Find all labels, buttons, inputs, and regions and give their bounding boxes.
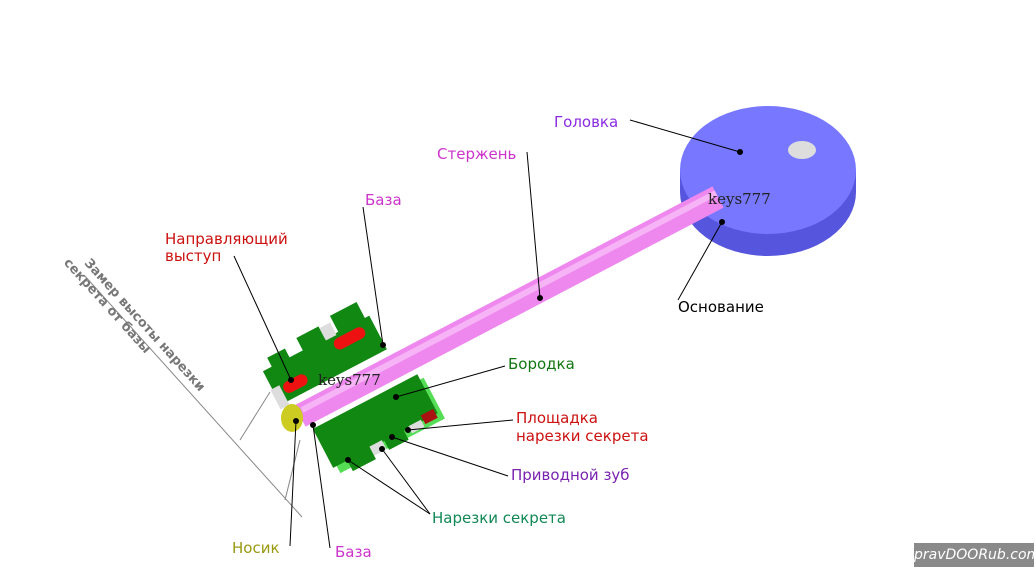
stamp-bit: keys777 <box>318 371 381 389</box>
head-hole <box>788 141 816 159</box>
label-guide-line2: выступ <box>165 247 222 265</box>
leader-lines <box>233 119 743 549</box>
stamp-head: keys777 <box>708 190 771 208</box>
guide-ridge <box>333 327 366 350</box>
label-shank: Стержень <box>437 145 517 163</box>
label-pad-line2: нарезки секрета <box>516 427 649 445</box>
key-head <box>680 106 856 256</box>
measure-tick <box>239 391 271 441</box>
key-shank <box>294 186 724 427</box>
label-cuts: Нарезки секрета <box>432 509 566 527</box>
label-base-bottom: База <box>335 543 372 561</box>
label-guide-line1: Направляющий <box>165 230 288 248</box>
label-drive-tooth: Приводной зуб <box>511 466 630 484</box>
label-foundation: Основание <box>678 298 764 316</box>
key-nose <box>281 404 303 432</box>
bit-lower <box>312 374 445 474</box>
watermark: pravDOORub.com <box>914 543 1036 567</box>
label-head: Головка <box>554 113 619 131</box>
label-pad-line1: Площадка <box>516 409 598 427</box>
measure-line <box>83 274 303 518</box>
shank-highlight <box>300 190 718 413</box>
label-nose: Носик <box>232 539 280 557</box>
label-base-top: База <box>365 191 402 209</box>
bit-upper <box>262 301 387 410</box>
measure-tick <box>284 439 301 501</box>
guide-ridge <box>283 374 308 393</box>
cut-pad <box>420 408 438 425</box>
label-bit: Бородка <box>508 355 575 373</box>
